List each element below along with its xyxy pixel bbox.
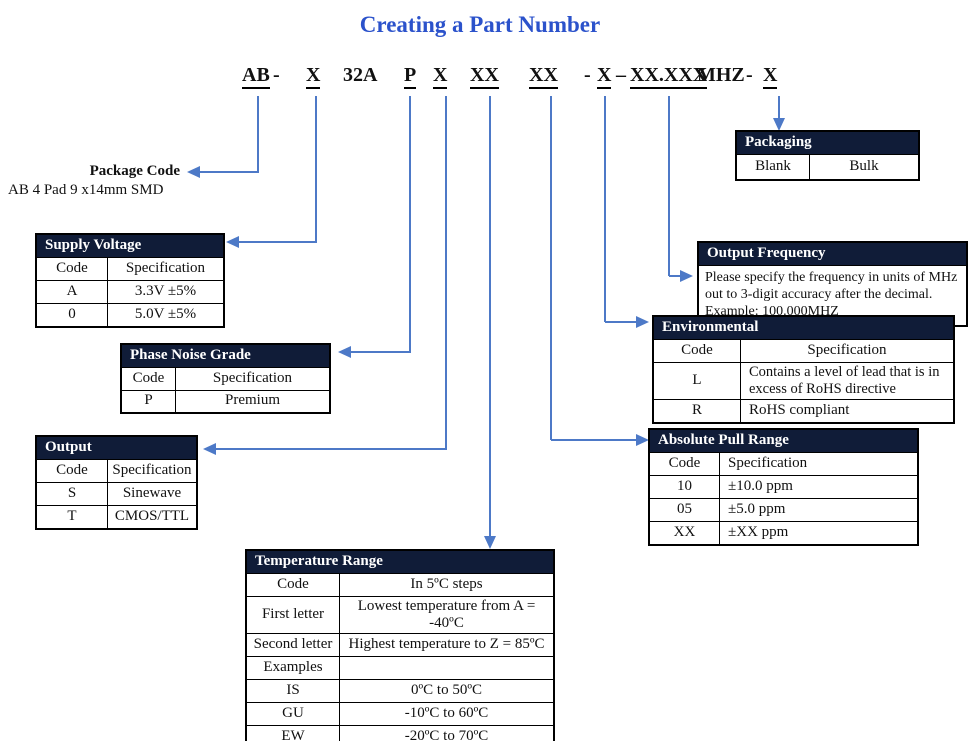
table-cell: 5.0V ±5%: [107, 303, 223, 326]
table-phase-noise-grade: Phase Noise Grade Code Specification P P…: [120, 343, 331, 414]
table-cell: Code: [277, 575, 309, 592]
package-code-label: Package Code: [89, 163, 180, 179]
table-cell: Lowest temperature from A = -40ºC: [339, 596, 553, 633]
pn-segment-phase-noise: P: [404, 64, 417, 89]
table-cell: 0: [68, 305, 76, 322]
col-header-specification: Specification: [175, 367, 329, 390]
table-cell: [339, 657, 553, 679]
table-cell: -10ºC to 60ºC: [339, 703, 553, 725]
table-cell: Highest temperature to Z = 85ºC: [339, 634, 553, 656]
pn-endash: –: [616, 64, 626, 86]
table-cell: CMOS/TTL: [107, 505, 196, 528]
table-temperature-range-title: Temperature Range: [247, 551, 553, 574]
table-cell: A: [66, 282, 78, 299]
table-cell: Bulk: [809, 154, 918, 179]
table-cell: ±5.0 ppm: [719, 498, 917, 521]
table-supply-voltage-title: Supply Voltage: [37, 235, 223, 258]
table-cell: IS: [286, 682, 300, 699]
col-header-specification: Specification: [107, 257, 223, 280]
table-cell: P: [144, 392, 153, 409]
pn-dash: -: [584, 64, 591, 86]
table-cell: Second letter: [253, 636, 333, 653]
pn-segment-supply-voltage: X: [306, 64, 321, 89]
table-packaging-title: Packaging: [737, 132, 918, 155]
table-output-title: Output: [37, 437, 196, 460]
pn-segment-packaging: X: [763, 64, 778, 89]
pn-segment-pull-range: XX: [529, 64, 558, 89]
pn-segment-output: X: [433, 64, 448, 89]
table-cell: GU: [282, 705, 304, 722]
table-cell: R: [691, 401, 702, 418]
table-cell: Blank: [755, 157, 791, 174]
table-phase-noise-grade-title: Phase Noise Grade: [122, 345, 329, 368]
table-absolute-pull-range-title: Absolute Pull Range: [650, 430, 917, 453]
output-frequency-text: Please specify the frequency in units of…: [705, 269, 958, 302]
col-header-specification: Specification: [740, 339, 953, 362]
col-header-code: Code: [681, 341, 713, 358]
pn-dash: -: [273, 64, 280, 86]
table-cell: ±XX ppm: [719, 521, 917, 544]
page-title: Creating a Part Number: [359, 12, 601, 37]
col-header-code: Code: [668, 454, 701, 471]
table-cell: 05: [677, 500, 692, 517]
table-environmental: Environmental Code Specification L Conta…: [652, 315, 955, 424]
table-cell: RoHS compliant: [740, 399, 953, 422]
col-header-specification: Specification: [107, 459, 196, 482]
table-packaging: Packaging Blank Bulk: [735, 130, 920, 181]
table-cell: 3.3V ±5%: [107, 280, 223, 303]
col-header-code: Code: [132, 369, 165, 386]
package-code-description: AB 4 Pad 9 x14mm SMD: [8, 182, 164, 198]
table-supply-voltage: Supply Voltage Code Specification A 3.3V…: [35, 233, 225, 328]
table-cell: ±10.0 ppm: [719, 475, 917, 498]
table-output: Output Code Specification S Sinewave T C…: [35, 435, 198, 530]
pn-segment-frequency: XX.XXX: [630, 64, 708, 89]
pn-segment-series: 32A: [343, 64, 378, 86]
table-cell: 10: [677, 477, 692, 494]
table-temperature-range: Temperature Range Code In 5ºC steps Firs…: [245, 549, 555, 741]
pn-segment-temperature: XX: [470, 64, 499, 89]
table-cell: Premium: [175, 390, 329, 412]
table-environmental-title: Environmental: [654, 317, 953, 340]
table-output-frequency: Output Frequency Please specify the freq…: [697, 241, 968, 327]
table-cell: Examples: [263, 659, 323, 676]
col-header-code: Code: [56, 461, 88, 478]
table-cell: XX: [673, 523, 696, 540]
col-header-specification: Specification: [719, 452, 917, 475]
table-cell: First letter: [261, 606, 325, 623]
pn-segment-package: AB: [242, 64, 270, 89]
table-cell: In 5ºC steps: [339, 573, 553, 596]
table-cell: Contains a level of lead that is in exce…: [740, 362, 953, 399]
table-cell: -20ºC to 70ºC: [339, 726, 553, 741]
pn-mhz: MHZ: [697, 64, 745, 86]
table-cell: L: [692, 371, 702, 388]
pn-dash: -: [746, 64, 753, 86]
col-header-code: Code: [56, 259, 88, 276]
table-cell: 0ºC to 50ºC: [339, 680, 553, 702]
table-cell: Sinewave: [107, 482, 196, 505]
table-cell: T: [67, 507, 77, 524]
table-absolute-pull-range: Absolute Pull Range Code Specification 1…: [648, 428, 919, 546]
table-cell: EW: [281, 728, 305, 741]
table-cell: S: [67, 484, 77, 501]
table-output-frequency-title: Output Frequency: [699, 243, 966, 266]
pn-segment-environmental: X: [597, 64, 612, 89]
